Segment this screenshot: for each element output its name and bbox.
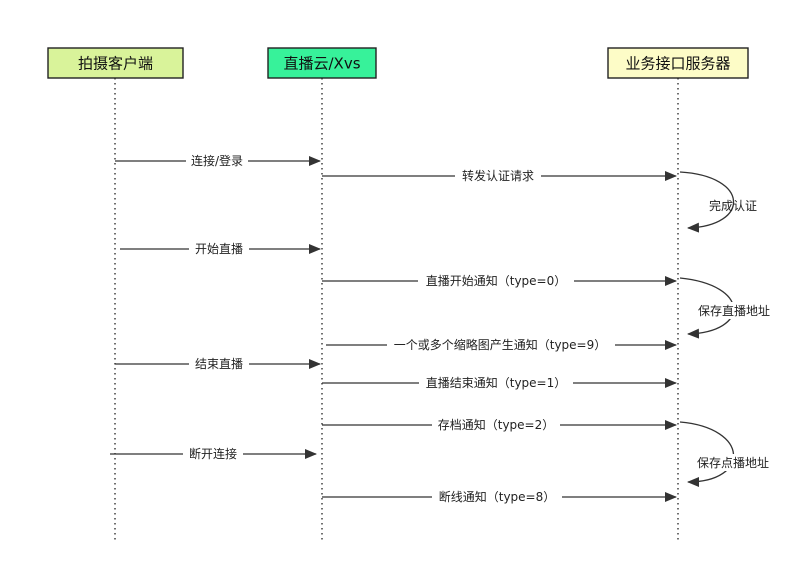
message-live-start-notify-label: 直播开始通知（type=0）: [426, 274, 567, 288]
participant-live-cloud-label: 直播云/Xvs: [283, 55, 360, 73]
self-message-save-live-url: 保存直播地址: [679, 277, 778, 339]
message-end-live-label: 结束直播: [195, 357, 243, 371]
message-start-live: 开始直播: [120, 240, 321, 257]
message-live-end-notify-label: 直播结束通知（type=1）: [426, 376, 567, 390]
participant-live-cloud: 直播云/Xvs: [267, 47, 377, 79]
message-forward-auth-label: 转发认证请求: [462, 168, 534, 183]
message-start-live-label: 开始直播: [195, 242, 243, 256]
message-live-end-notify: 直播结束通知（type=1）: [322, 374, 677, 391]
message-disconnect: 断开连接: [110, 445, 317, 462]
participant-business-server-label: 业务接口服务器: [625, 55, 730, 73]
participant-client-box: [47, 47, 184, 79]
participant-client-label: 拍摄客户端: [78, 55, 153, 73]
message-disconnect-notify-label: 断线通知（type=8）: [439, 489, 556, 504]
message-thumbnail-notify: 一个或多个缩略图产生通知（type=9）: [326, 336, 677, 353]
self-message-auth-complete: 完成认证: [679, 171, 757, 233]
message-archive-notify-label: 存档通知（type=2）: [438, 418, 555, 432]
participant-live-cloud-box: [267, 47, 377, 79]
message-live-start-notify: 直播开始通知（type=0）: [322, 272, 677, 289]
message-disconnect-label: 断开连接: [189, 446, 237, 461]
participant-business-server: 业务接口服务器: [607, 47, 749, 79]
message-connect-login: 连接/登录: [115, 152, 321, 169]
message-end-live: 结束直播: [115, 355, 321, 372]
message-forward-auth: 转发认证请求: [322, 167, 677, 184]
message-connect-login-label: 连接/登录: [191, 153, 243, 168]
message-thumbnail-notify-label: 一个或多个缩略图产生通知（type=9）: [394, 337, 607, 352]
self-message-save-vod-url: 保存点播地址: [679, 421, 778, 487]
message-archive-notify: 存档通知（type=2）: [322, 416, 677, 433]
participant-business-server-box: [607, 47, 749, 79]
self-message-auth-complete-label: 完成认证: [709, 198, 757, 213]
message-disconnect-notify: 断线通知（type=8）: [322, 488, 677, 505]
self-message-save-vod-url-label: 保存点播地址: [697, 456, 769, 470]
self-message-save-live-url-label: 保存直播地址: [698, 304, 770, 318]
participant-client: 拍摄客户端: [47, 47, 184, 79]
